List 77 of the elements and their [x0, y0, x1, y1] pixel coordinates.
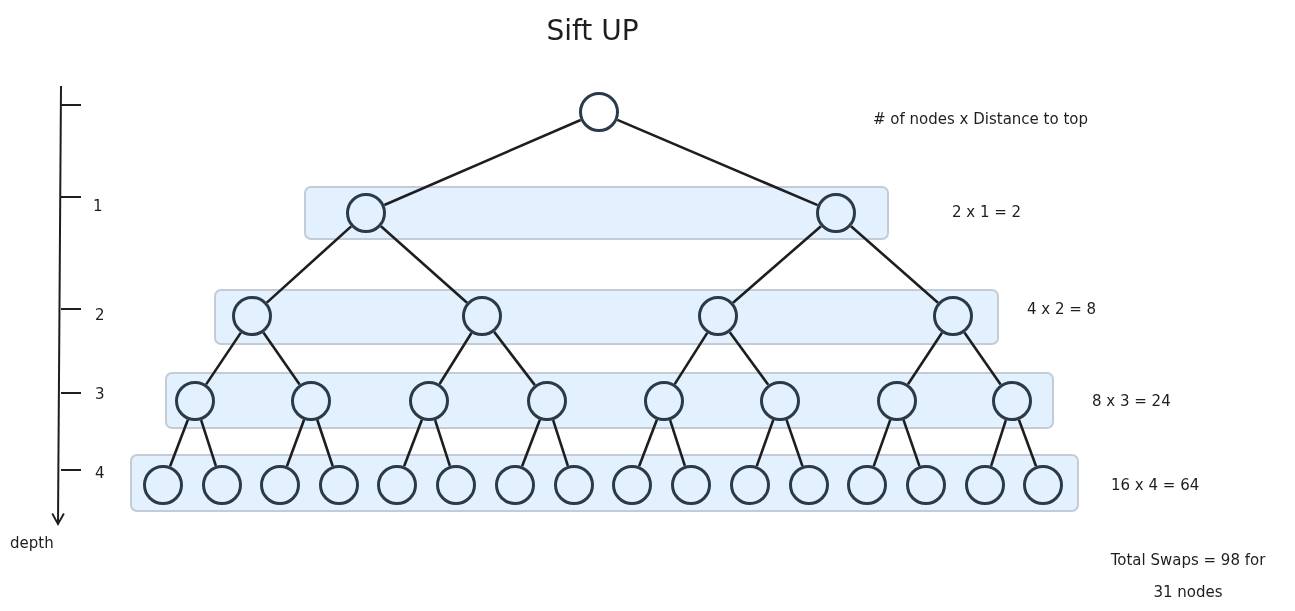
tree-node-circle	[260, 465, 300, 505]
tree-edge	[285, 419, 306, 467]
tree-node-circle	[232, 296, 272, 336]
tree-edge	[728, 331, 770, 386]
tree-edge	[902, 419, 921, 467]
tree-edge	[199, 419, 218, 467]
tick-label: 3	[95, 385, 105, 403]
tree-edge	[438, 332, 473, 385]
tree-node-circle	[644, 381, 684, 421]
tree-node-circle	[291, 381, 331, 421]
tree-node-circle	[319, 465, 359, 505]
level-band	[214, 289, 999, 345]
tree-edge	[872, 419, 892, 467]
tree-edge	[989, 419, 1008, 467]
tree-edge	[433, 419, 452, 467]
tree-edge	[616, 118, 819, 207]
level-product: 2 x 1 = 2	[952, 203, 1022, 221]
tree-edge	[673, 332, 709, 385]
level-band	[165, 372, 1054, 429]
tree-edge	[755, 419, 775, 467]
tree-node-circle	[377, 465, 417, 505]
tree-edge	[637, 419, 659, 467]
axis-label: depth	[10, 534, 54, 552]
tree-node-circle	[409, 381, 449, 421]
tree-edge	[963, 331, 1002, 386]
tree-node-circle	[816, 193, 856, 233]
tree-node-circle	[554, 465, 594, 505]
tree-node-circle	[906, 465, 946, 505]
tree-node-circle	[202, 465, 242, 505]
tick-label: 1	[93, 197, 103, 215]
tree-edge	[906, 332, 944, 385]
tree-node-circle	[789, 465, 829, 505]
tree-edge	[316, 419, 334, 467]
tree-node-circle	[346, 193, 386, 233]
tree-node-circle	[992, 381, 1032, 421]
tree-node-circle	[462, 296, 502, 336]
tree-node-circle	[933, 296, 973, 336]
tree-node-circle	[579, 92, 619, 132]
tree-edge	[732, 225, 822, 304]
tree-edge	[380, 225, 468, 304]
tree-edge	[383, 118, 582, 207]
tree-node-circle	[671, 465, 711, 505]
tree-edge	[493, 331, 536, 386]
tree-node-circle	[847, 465, 887, 505]
level-band	[130, 454, 1079, 512]
tree-edge	[1017, 419, 1038, 467]
tick-label: 2	[95, 306, 105, 324]
tree-node-circle	[175, 381, 215, 421]
tree-edge	[262, 331, 301, 386]
tree-node-circle	[436, 465, 476, 505]
tree-edge	[265, 225, 353, 304]
tree-node-circle	[877, 381, 917, 421]
tick-label: 4	[95, 464, 105, 482]
tree-node-circle	[698, 296, 738, 336]
level-product: 4 x 2 = 8	[1027, 300, 1097, 318]
total-note: Total Swaps = 98 for 31 nodes	[1109, 550, 1267, 603]
tree-node-circle	[730, 465, 770, 505]
tree-node-circle	[143, 465, 183, 505]
title: Sift UP	[545, 14, 640, 47]
tree-edge	[520, 419, 542, 467]
tree-node-circle	[612, 465, 652, 505]
tree-node-circle	[965, 465, 1005, 505]
tree-edge	[168, 419, 190, 467]
tree-node-circle	[527, 381, 567, 421]
tree-node-circle	[495, 465, 535, 505]
level-product: 8 x 3 = 24	[1092, 392, 1171, 410]
tree-node-circle	[1023, 465, 1063, 505]
tree-edge	[785, 419, 804, 467]
level-band	[304, 186, 889, 240]
tree-edge	[850, 225, 939, 304]
level-product: 16 x 4 = 64	[1111, 476, 1200, 494]
tree-edge	[402, 419, 424, 467]
column-heading: # of nodes x Distance to top	[873, 110, 1088, 128]
tree-edge	[205, 331, 242, 386]
tree-edge	[668, 419, 687, 467]
tree-node-circle	[760, 381, 800, 421]
tree-edge	[551, 419, 570, 467]
